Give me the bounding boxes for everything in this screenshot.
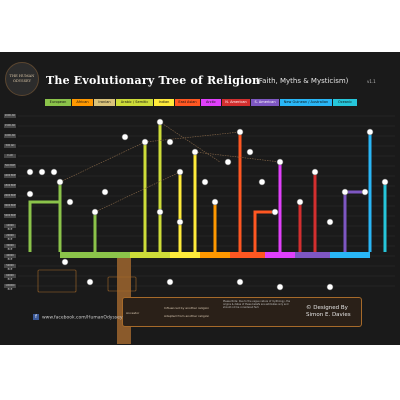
timeline-gridlines: [18, 115, 395, 287]
region-african: African: [72, 99, 93, 106]
region-east-asian: East Asian: [175, 99, 200, 106]
designer-credit: © Designed By Simon E. Davies: [306, 305, 351, 319]
version-label: v1.1: [367, 79, 376, 84]
timeline-label: 5000 BCE: [4, 214, 16, 218]
indian-branch: [170, 252, 200, 258]
timeline-label: 50000 BCE: [4, 264, 16, 271]
timeline-label: 500 BCE: [4, 164, 16, 168]
region-indian: Indian: [154, 99, 174, 106]
timeline-label: 20000 BCE: [4, 234, 16, 241]
legend-adapted-label: Adapted from another religion: [164, 314, 210, 318]
disclaimer-note: Please Note: Due to the vague nature of …: [223, 300, 291, 309]
region-new-guinean-australian: New Guinean / Australian: [280, 99, 332, 106]
legend-ancestor-label: Ancestor: [126, 311, 140, 315]
credit-line-1: © Designed By: [306, 305, 348, 311]
poster-subtitle: (Faith, Myths & Mysticism): [256, 77, 349, 85]
timeline-label: 2000 BCE: [4, 194, 16, 198]
timeline-label: 10000 BCE: [4, 224, 16, 231]
american-branch: [295, 252, 330, 258]
religion-nodes: [26, 118, 389, 291]
arctic-branch: [265, 252, 295, 258]
facebook-icon: f: [33, 314, 39, 320]
timeline-label: 500 AD: [4, 144, 16, 148]
timeline-label: 40000 BCE: [4, 254, 16, 261]
logo-line-2: ODYSSEY: [12, 79, 32, 83]
timeline-label: 100000 BCE: [4, 284, 16, 291]
legend-influenced-label: Influenced by another religion: [164, 306, 210, 310]
african-branch: [200, 252, 230, 258]
timeline-label: 2000 AD: [4, 114, 16, 118]
region-s-american: S. American: [251, 99, 279, 106]
facebook-url: www.facebook.com/HumanOdyssey: [42, 315, 123, 321]
timeline-label: 3000 BCE: [4, 204, 16, 208]
region-oceanic: Oceanic: [333, 99, 357, 106]
european-branch: [60, 252, 140, 258]
region-legend: European African Iranian Arabic / Semiti…: [45, 99, 357, 106]
timeline-label: 0 AD: [4, 154, 16, 158]
influence-lines: [59, 121, 281, 213]
poster: THE HUMAN ODYSSEY The Evolutionary Tree …: [0, 52, 400, 345]
timeline-label: 30000 BCE: [4, 244, 16, 251]
timeline-label: 1500 AD: [4, 124, 16, 128]
branch-lines: [28, 122, 387, 252]
annotation-panels: [37, 269, 137, 293]
poster-title: The Evolutionary Tree of Religion: [46, 74, 261, 87]
oceanic-branch: [330, 252, 370, 258]
timeline-label: 1500 BCE: [4, 184, 16, 188]
region-arabic-semitic: Arabic / Semitic: [116, 99, 153, 106]
region-european: European: [45, 99, 71, 106]
legend-panel: [122, 297, 362, 327]
credit-line-2: Simon E. Davies: [306, 312, 351, 318]
east-asian-branch: [230, 252, 265, 258]
timeline-label: 60000 BCE: [4, 274, 16, 281]
region-n-american: N. American: [222, 99, 250, 106]
human-odyssey-logo: THE HUMAN ODYSSEY: [5, 62, 39, 96]
region-arctic: Arctic: [201, 99, 221, 106]
semitic-branch: [130, 252, 170, 258]
region-iranian: Iranian: [94, 99, 115, 106]
logo-line-1: THE HUMAN: [9, 74, 35, 78]
religion-tree-diagram: [18, 115, 395, 344]
timeline-label: 1000 AD: [4, 134, 16, 138]
timeline-label: 1000 BCE: [4, 174, 16, 178]
